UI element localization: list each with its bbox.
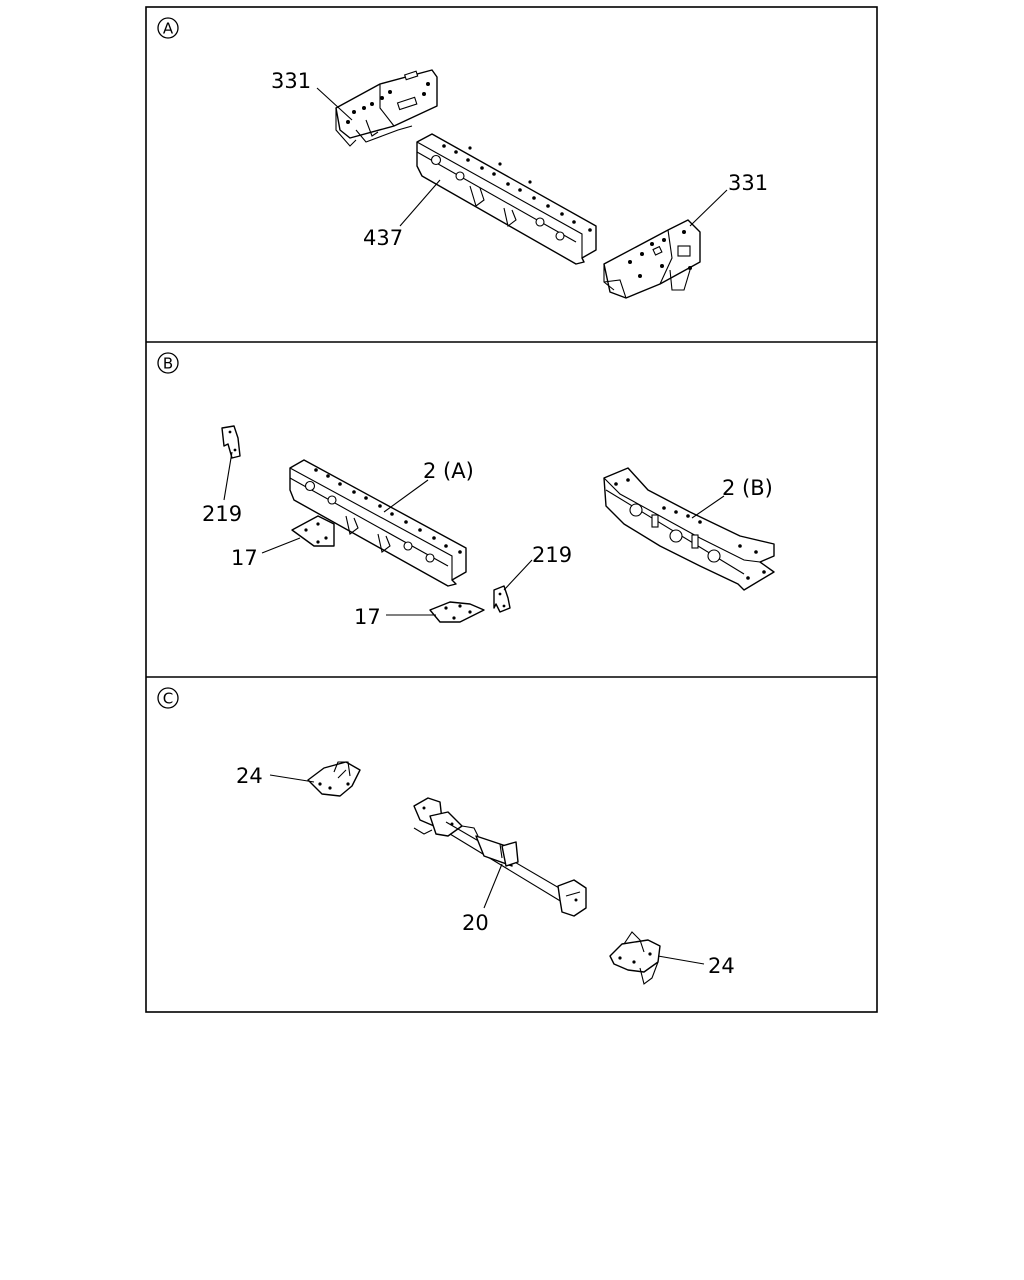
section-letter-c: C (163, 690, 173, 708)
callout-label: 331 (728, 171, 768, 195)
callout-24-left: 24 (236, 764, 315, 788)
part-crossmember-437 (416, 133, 597, 265)
callout-20: 20 (462, 863, 503, 935)
callout-label: 17 (231, 546, 258, 570)
callout-219-right: 219 (503, 543, 572, 591)
callout-label: 219 (532, 543, 572, 567)
callout-label: 24 (236, 764, 263, 788)
callout-2a: 2 (A) (383, 459, 474, 513)
callout-2b: 2 (B) (691, 476, 773, 519)
section-letter-b: B (163, 355, 173, 373)
callout-label: 2 (A) (423, 459, 474, 483)
callout-label: 24 (708, 954, 735, 978)
callout-label: 331 (271, 69, 311, 93)
callout-437: 437 (363, 179, 441, 250)
section-b: B (157, 352, 775, 629)
section-badge-a: A (157, 17, 179, 39)
part-mount-24-left (307, 761, 361, 797)
section-c: C (157, 687, 735, 985)
callout-label: 20 (462, 911, 489, 935)
callout-label: 219 (202, 502, 242, 526)
callout-219-left: 219 (202, 451, 242, 526)
section-letter-a: A (163, 20, 174, 38)
part-plate-17-bottom (429, 601, 485, 623)
callout-label: 437 (363, 226, 403, 250)
part-bracket-219-right (493, 585, 511, 613)
callout-17-bottom: 17 (354, 605, 436, 629)
section-a: A (157, 17, 768, 299)
part-plate-17-left (291, 515, 335, 547)
callout-331-left: 331 (271, 69, 353, 121)
part-crossmember-2b (603, 467, 775, 591)
part-crossmember-20 (413, 797, 587, 917)
callout-24-right: 24 (657, 954, 735, 978)
diagram-frame (145, 6, 878, 1013)
part-bracket-331-left (335, 69, 438, 147)
callout-331-right: 331 (689, 171, 768, 227)
part-bracket-331-right (603, 219, 701, 299)
section-badge-c: C (157, 687, 179, 709)
callout-17-left: 17 (231, 537, 301, 570)
callout-label: 17 (354, 605, 381, 629)
callout-label: 2 (B) (722, 476, 773, 500)
part-bracket-219-left (221, 425, 241, 459)
part-mount-24-right (609, 931, 661, 985)
part-crossmember-2a (289, 459, 467, 587)
section-badge-b: B (157, 352, 179, 374)
